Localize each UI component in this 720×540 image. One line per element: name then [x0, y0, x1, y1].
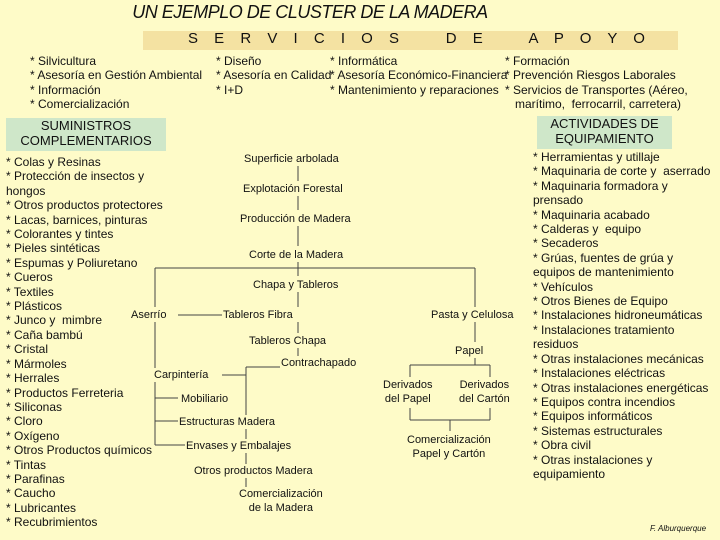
node-explotacion-forestal: Explotación Forestal: [242, 182, 344, 196]
list-item: hongos: [6, 183, 46, 198]
node-carpinteria: Carpintería: [153, 368, 210, 382]
list-item: * Instalaciones eléctricas: [533, 366, 666, 381]
list-item: * Secaderos: [533, 236, 599, 251]
node-contrachapado: Contrachapado: [280, 356, 358, 370]
services-col-1: * Silvicultura* Asesoría en Gestión Ambi…: [30, 54, 202, 112]
services-col-2: * Diseño* Asesoría en Calidad* I+D: [216, 54, 331, 97]
list-item: * Otras instalaciones mecánicas: [533, 351, 704, 366]
list-item: * Maquinaria formadora y: [533, 178, 668, 193]
node-pasta-celulosa: Pasta y Celulosa: [430, 308, 515, 322]
list-item: * Caucho: [6, 486, 56, 501]
list-item: * Otros Bienes de Equipo: [533, 294, 668, 309]
node-corte-madera: Corte de la Madera: [248, 248, 345, 262]
list-item: * Mármoles: [6, 356, 67, 371]
list-item: * Protección de insectos y: [6, 169, 145, 184]
list-item: * Colas y Resinas: [6, 155, 101, 169]
list-item: * Calderas y equipo: [533, 222, 642, 237]
list-item: * Instalaciones hidroneumáticas: [533, 308, 703, 323]
list-item: * Otras instalaciones y: [533, 452, 653, 467]
list-item: * Equipos contra incendios: [533, 394, 676, 409]
list-item: * Cueros: [6, 270, 53, 285]
list-item: residuos: [533, 337, 579, 352]
node-mobiliario: Mobiliario: [180, 392, 230, 406]
list-item: * Herramientas y utillaje: [533, 150, 660, 164]
list-item: * Pieles sintéticas: [6, 241, 101, 256]
list-item: * Prevención Riesgos Laborales: [505, 68, 676, 83]
services-banner-label: S E R V I C I O S D E A P O Y O: [188, 30, 651, 47]
node-estructuras-madera: Estructuras Madera: [178, 415, 276, 429]
list-item: * Tintas: [6, 457, 47, 472]
node-papel: Papel: [454, 344, 485, 358]
suministros-list: * Colas y Resinas* Protección de insecto…: [6, 155, 163, 530]
node-tableros-chapa: Tableros Chapa: [248, 334, 328, 348]
list-item: * Servicios de Transportes (Aéreo,: [505, 82, 688, 97]
list-item: * Junco y mimbre: [6, 313, 103, 328]
list-item: * Mantenimiento y reparaciones: [330, 82, 499, 97]
node-envases-embalajes: Envases y Embalajes: [185, 439, 293, 453]
list-item: * I+D: [216, 82, 244, 97]
list-item: prensado: [533, 193, 584, 208]
list-item: * Textiles: [6, 284, 54, 299]
list-item: * Asesoría Económico-Financiera: [330, 68, 508, 83]
list-item: * Cloro: [6, 414, 43, 429]
list-item: * Formación: [505, 54, 570, 68]
list-item: * Caña bambú: [6, 327, 83, 342]
list-item: * Parafinas: [6, 471, 65, 486]
node-aserrio: Aserrío: [130, 308, 168, 322]
list-item: * Productos Ferreteria: [6, 385, 124, 400]
equipamiento-list: * Herramientas y utillaje* Maquinaria de…: [533, 150, 710, 481]
list-item: * Recubrimientos: [6, 515, 98, 530]
list-item: marítimo, ferrocarril, carretera): [505, 97, 682, 112]
list-item: * Vehículos: [533, 279, 594, 294]
node-derivados-carton: Derivados del Cartón: [458, 378, 511, 406]
list-item: equipamiento: [533, 466, 606, 481]
list-item: * Otros Productos químicos: [6, 443, 153, 458]
page-title: UN EJEMPLO DE CLUSTER DE LA MADERA: [132, 2, 488, 22]
list-item: * Maquinaria de corte y aserrado: [533, 164, 711, 179]
node-superficie-arbolada: Superficie arbolada: [243, 152, 340, 166]
list-item: * Instalaciones tratamiento: [533, 322, 675, 337]
list-item: * Asesoría en Gestión Ambiental: [30, 68, 203, 83]
list-item: * Herrales: [6, 371, 60, 386]
equipamiento-header: ACTIVIDADES DE EQUIPAMIENTO: [537, 116, 672, 149]
list-item: * Maquinaria acabado: [533, 207, 650, 222]
node-otros-productos-madera: Otros productos Madera: [193, 464, 314, 478]
node-chapa-tableros: Chapa y Tableros: [252, 278, 340, 292]
list-item: * Lacas, barnices, pinturas: [6, 212, 148, 227]
list-item: * Espumas y Poliuretano: [6, 255, 138, 270]
list-item: * Colorantes y tintes: [6, 227, 114, 242]
list-item: * Oxígeno: [6, 428, 60, 443]
node-derivados-papel: Derivados del Papel: [382, 378, 434, 406]
services-col-4: * Formación* Prevención Riesgos Laborale…: [505, 54, 688, 112]
list-item: * Información: [30, 82, 101, 97]
list-item: * Cristal: [6, 342, 49, 357]
node-comercializacion-madera: Comercialización de la Madera: [238, 487, 324, 515]
list-item: * Informática: [330, 54, 398, 68]
list-item: * Siliconas: [6, 399, 63, 414]
list-item: * Otros productos protectores: [6, 198, 163, 213]
node-comercializacion-papel: Comercialización Papel y Cartón: [406, 433, 492, 461]
services-col-3: * Informática* Asesoría Económico-Financ…: [330, 54, 507, 97]
list-item: * Silvicultura: [30, 54, 97, 68]
list-item: * Otras instalaciones energéticas: [533, 380, 709, 395]
author-credit: F. Alburquerque: [650, 524, 707, 533]
list-item: * Obra civil: [533, 438, 592, 453]
list-item: * Grúas, fuentes de grúa y: [533, 250, 674, 265]
list-item: * Comercialización: [30, 97, 130, 112]
list-item: * Lubricantes: [6, 500, 77, 515]
node-tableros-fibra: Tableros Fibra: [222, 308, 294, 322]
list-item: * Sistemas estructurales: [533, 423, 663, 438]
list-item: equipos de mantenimiento: [533, 265, 674, 280]
list-item: * Equipos informáticos: [533, 409, 653, 424]
services-banner: [143, 31, 678, 50]
list-item: * Asesoría en Calidad: [216, 68, 332, 83]
suministros-header: SUMINISTROS COMPLEMENTARIOS: [6, 118, 166, 151]
list-item: * Plásticos: [6, 299, 63, 314]
list-item: * Diseño: [216, 54, 262, 68]
node-produccion-madera: Producción de Madera: [239, 212, 352, 226]
